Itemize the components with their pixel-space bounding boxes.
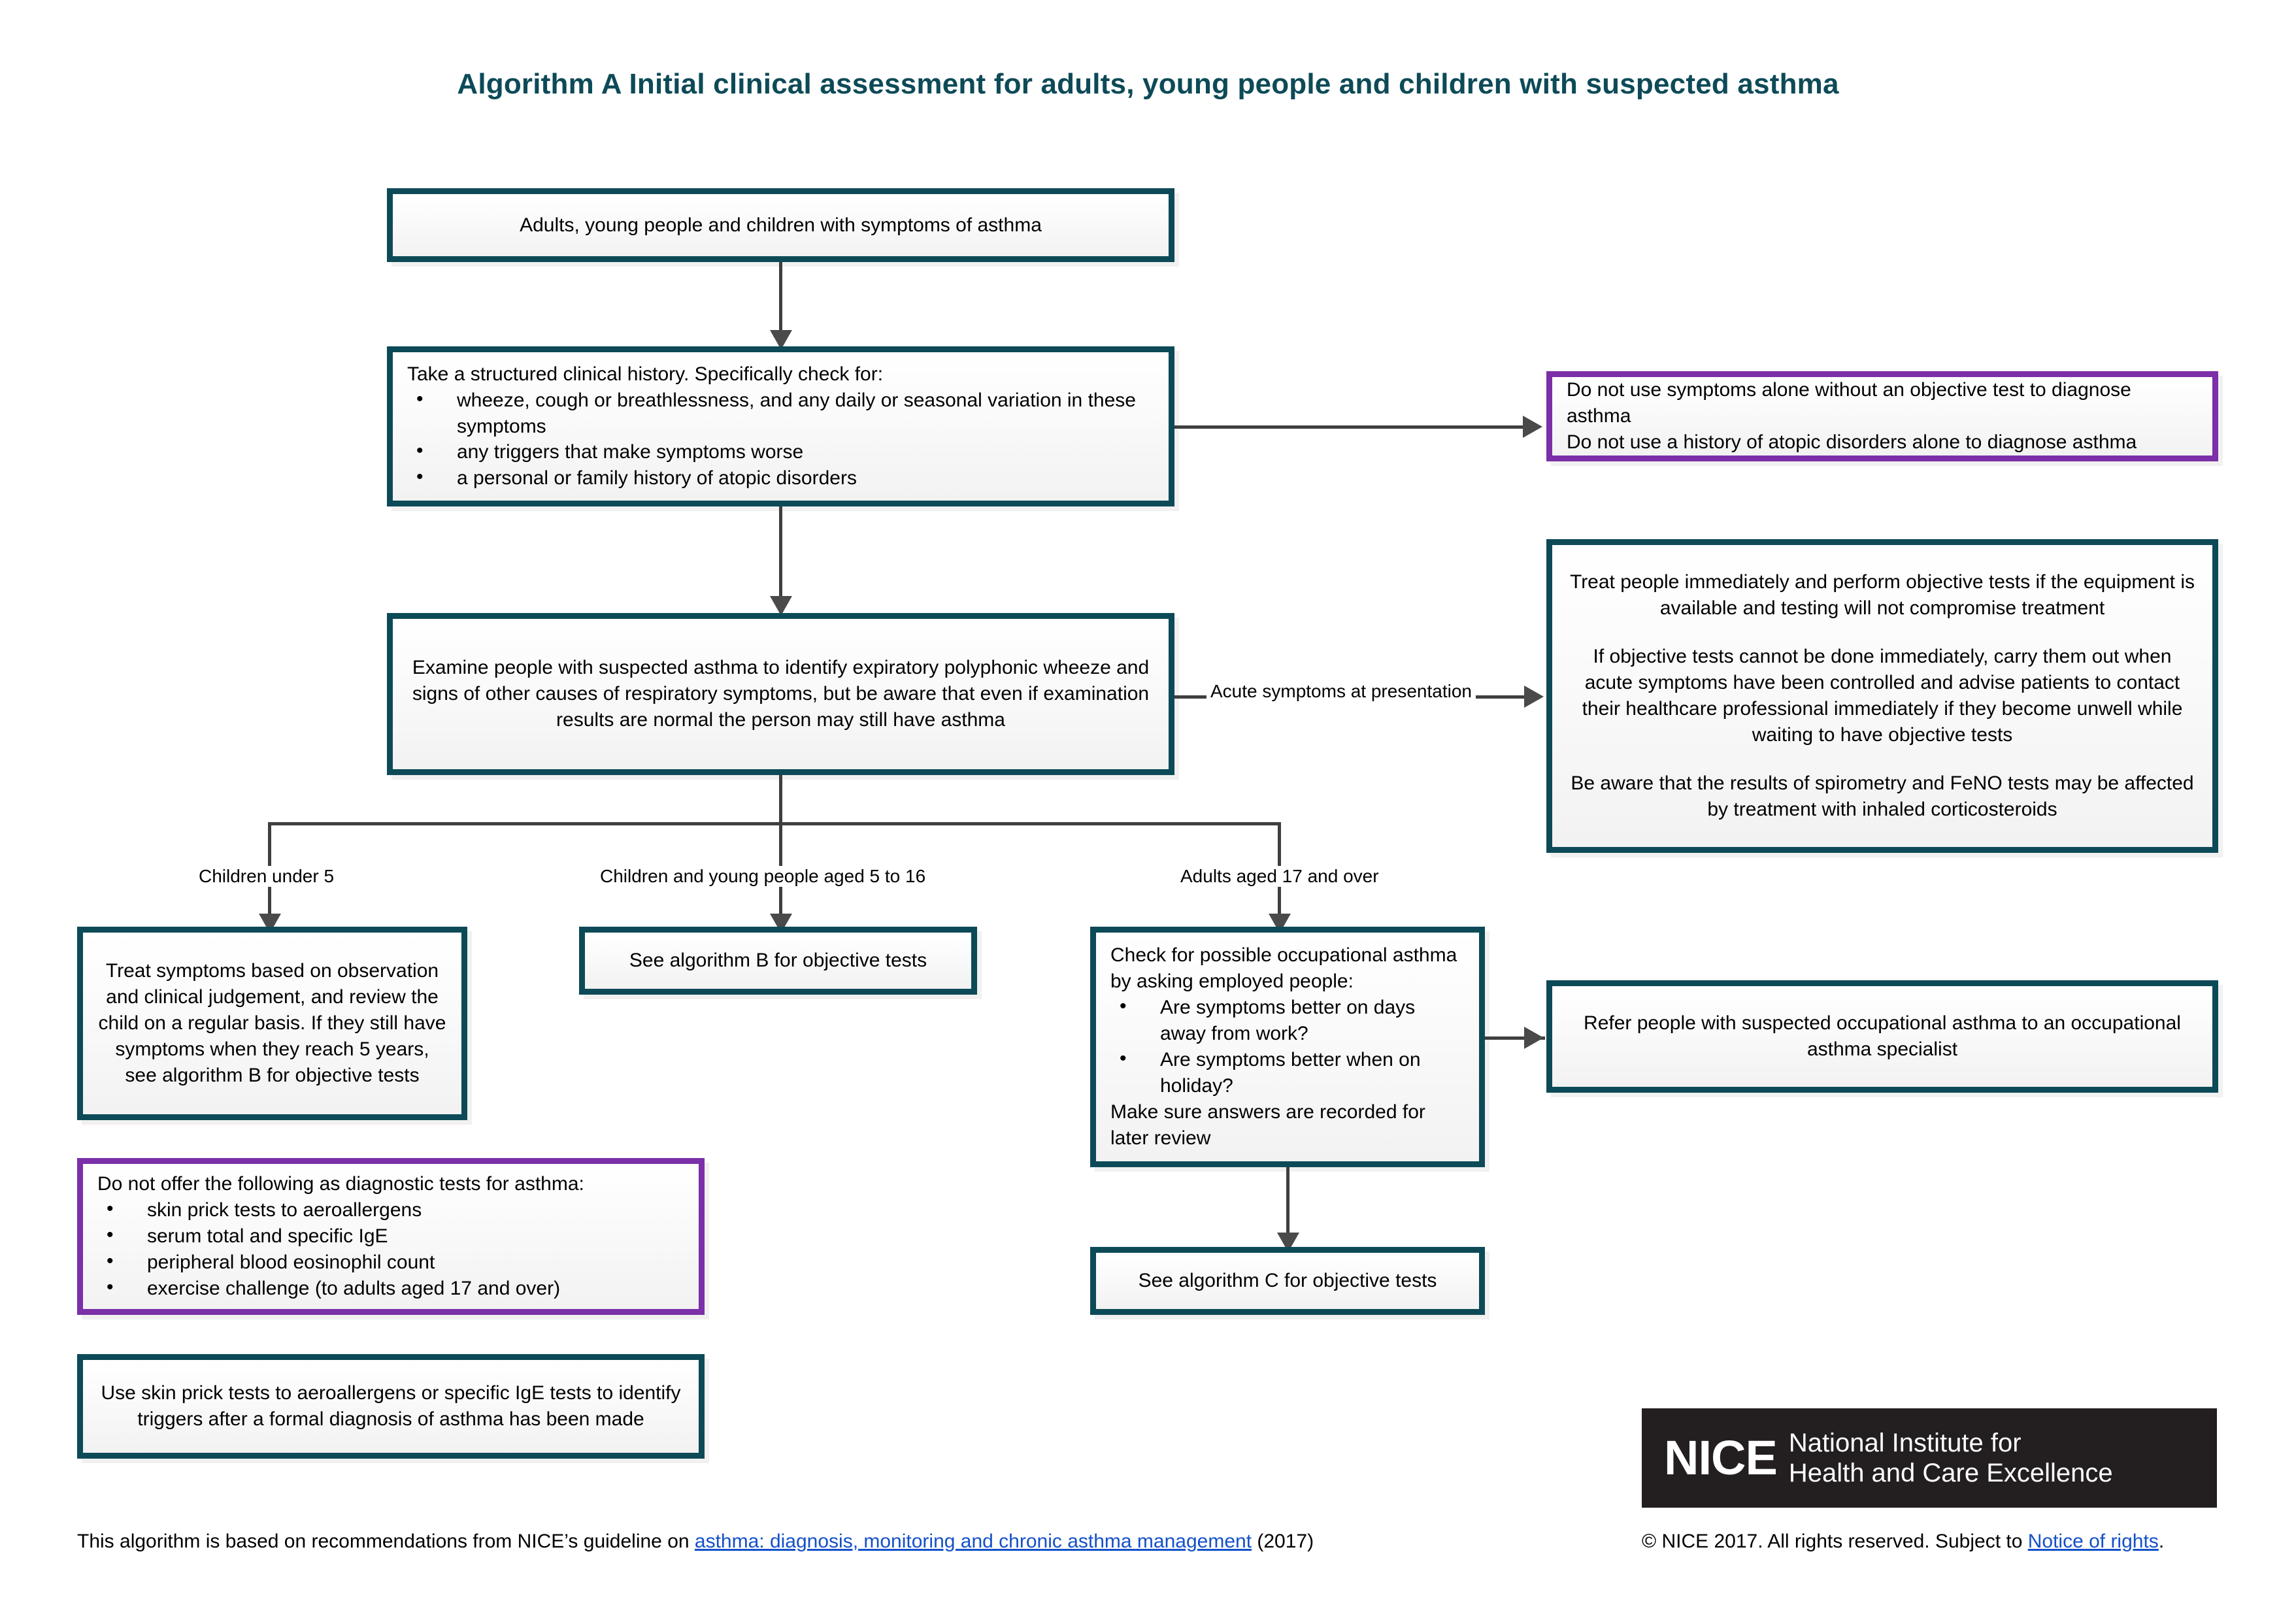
nice-logo-subtitle-line-1: National Institute for <box>1788 1429 2021 1457</box>
node-start-text: Adults, young people and children with s… <box>520 214 1042 236</box>
footer-copyright-line: © NICE 2017. All rights reserved. Subjec… <box>1642 1531 2164 1553</box>
acute-paragraph-1: Treat people immediately and perform obj… <box>1569 571 2195 620</box>
nice-logo-subtitle-line-2: Health and Care Excellence <box>1788 1459 2113 1487</box>
node-clinical-history: Take a structured clinical history. Spec… <box>387 346 1174 506</box>
list-item: a personal or family history of atopic d… <box>407 464 1154 491</box>
list-item: serum total and specific IgE <box>97 1222 684 1250</box>
list-item: skin prick tests to aeroallergens <box>97 1196 684 1223</box>
nice-logo: NICE National Institute for Health and C… <box>1642 1408 2217 1508</box>
acute-paragraph-2: If objective tests cannot be done immedi… <box>1582 646 2183 746</box>
connector-examine-stem <box>779 775 782 823</box>
list-item: Are symptoms better when on holiday? <box>1110 1046 1465 1099</box>
footer-copyright-suffix: . <box>2158 1531 2165 1552</box>
connector-start-to-history <box>779 262 782 335</box>
occupational-heading: Check for possible occupational asthma b… <box>1110 944 1457 993</box>
node-start: Adults, young people and children with s… <box>387 188 1174 262</box>
footer-source-suffix: (2017) <box>1252 1531 1314 1552</box>
clinical-history-bullet-list: wheeze, cough or breathlessness, and any… <box>407 386 1154 492</box>
connector-history-to-examine <box>779 506 782 605</box>
nice-logo-wordmark: NICE <box>1664 1431 1778 1485</box>
node-refer-occupational-specialist-text: Refer people with suspected occupational… <box>1584 1012 2181 1060</box>
node-examine-people: Examine people with suspected asthma to … <box>387 613 1174 775</box>
node-treat-symptoms-under-5: Treat symptoms based on observation and … <box>77 927 467 1120</box>
footer-source-line: This algorithm is based on recommendatio… <box>77 1531 1314 1553</box>
list-item: Are symptoms better on days away from wo… <box>1110 993 1465 1047</box>
node-clinical-history-heading: Take a structured clinical history. Spec… <box>407 363 884 385</box>
arrowhead-do-not-use <box>1523 416 1542 438</box>
list-item: wheeze, cough or breathlessness, and any… <box>407 386 1154 440</box>
edge-label-children-under-5: Children under 5 <box>195 866 339 887</box>
occupational-footer: Make sure answers are recorded for later… <box>1110 1101 1425 1149</box>
edge-label-acute-symptoms: Acute symptoms at presentation <box>1206 681 1476 702</box>
node-use-skin-prick-tests: Use skin prick tests to aeroallergens or… <box>77 1354 705 1459</box>
node-treat-symptoms-under-5-text: Treat symptoms based on observation and … <box>98 960 446 1086</box>
acute-spacer-1 <box>1567 621 2198 644</box>
node-see-algorithm-b-text: See algorithm B for objective tests <box>629 950 927 972</box>
arrowhead-acute <box>1524 686 1544 708</box>
page-title: Algorithm A Initial clinical assessment … <box>457 68 1839 100</box>
node-do-not-offer-tests: Do not offer the following as diagnostic… <box>77 1158 705 1315</box>
do-not-use-line-2: Do not use a history of atopic disorders… <box>1567 431 2137 453</box>
acute-spacer-2 <box>1567 748 2198 771</box>
list-item: any triggers that make symptoms worse <box>407 438 1154 465</box>
arrowhead-examine <box>770 596 792 616</box>
connector-history-to-do-not-use <box>1174 425 1526 429</box>
footer-source-prefix: This algorithm is based on recommendatio… <box>77 1531 695 1552</box>
do-not-offer-bullet-list: skin prick tests to aeroallergens serum … <box>97 1196 684 1302</box>
acute-paragraph-3: Be aware that the results of spirometry … <box>1571 772 2194 820</box>
footer-notice-of-rights-link[interactable]: Notice of rights <box>2027 1531 2159 1552</box>
node-see-algorithm-c: See algorithm C for objective tests <box>1090 1247 1485 1315</box>
node-refer-occupational-specialist: Refer people with suspected occupational… <box>1546 980 2218 1093</box>
node-do-not-use-symptoms-alone: Do not use symptoms alone without an obj… <box>1546 371 2218 461</box>
arrowhead-refer <box>1524 1027 1544 1049</box>
do-not-offer-heading: Do not offer the following as diagnostic… <box>97 1173 584 1195</box>
edge-label-children-5-to-16: Children and young people aged 5 to 16 <box>596 866 930 887</box>
occupational-bullet-list: Are symptoms better on days away from wo… <box>1110 993 1465 1099</box>
node-check-occupational-asthma: Check for possible occupational asthma b… <box>1090 927 1485 1167</box>
connector-occupational-to-algorithm-c <box>1286 1167 1289 1238</box>
node-see-algorithm-b: See algorithm B for objective tests <box>579 927 977 995</box>
nice-logo-subtitle: National Institute for Health and Care E… <box>1789 1428 2113 1488</box>
node-examine-people-text: Examine people with suspected asthma to … <box>412 657 1150 731</box>
connector-occupational-to-refer <box>1485 1036 1545 1040</box>
list-item: exercise challenge (to adults aged 17 an… <box>97 1274 684 1302</box>
footer-guideline-link[interactable]: asthma: diagnosis, monitoring and chroni… <box>694 1531 1252 1552</box>
node-acute-symptoms-guidance: Treat people immediately and perform obj… <box>1546 539 2218 853</box>
do-not-use-line-1: Do not use symptoms alone without an obj… <box>1567 379 2131 427</box>
footer-copyright-prefix: © NICE 2017. All rights reserved. Subjec… <box>1642 1531 2028 1552</box>
connector-branch-bus <box>268 822 1281 825</box>
node-see-algorithm-c-text: See algorithm C for objective tests <box>1138 1270 1437 1292</box>
edge-label-adults-17-and-over: Adults aged 17 and over <box>1176 866 1383 887</box>
list-item: peripheral blood eosinophil count <box>97 1248 684 1276</box>
node-use-skin-prick-tests-text: Use skin prick tests to aeroallergens or… <box>101 1382 681 1430</box>
